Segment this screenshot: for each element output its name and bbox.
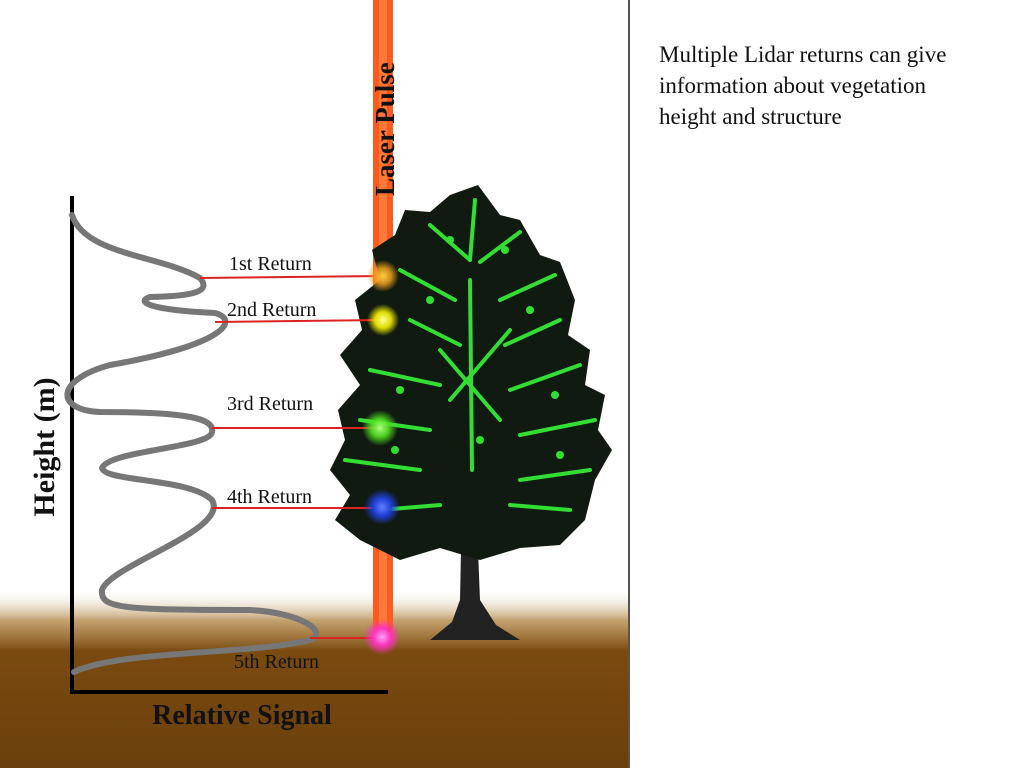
ground xyxy=(0,588,628,768)
y-axis-label: Height (m) xyxy=(28,377,61,516)
graph-axes xyxy=(70,196,388,694)
return-label-1: 1st Return xyxy=(229,253,312,275)
return-label-4: 4th Return xyxy=(227,486,312,508)
return-label-5: 5th Return xyxy=(234,651,319,673)
return-5-glow xyxy=(364,619,400,655)
return-1-glow xyxy=(367,260,399,292)
laser-pulse-label: Laser Pulse xyxy=(370,62,400,196)
return-label-3: 3rd Return xyxy=(227,393,313,415)
return-2-glow xyxy=(367,304,399,336)
slide-caption: Multiple Lidar returns can give informat… xyxy=(659,42,947,129)
return-leaders xyxy=(199,275,383,639)
return-4-glow xyxy=(364,489,400,525)
return-label-2: 2nd Return xyxy=(227,299,316,321)
tree-canopy xyxy=(330,185,612,560)
lidar-diagram: Laser Pulse xyxy=(0,0,628,768)
slide-divider xyxy=(628,0,630,768)
return-3-glow xyxy=(362,410,398,446)
x-axis-label: Relative Signal xyxy=(152,700,332,731)
return-waveform xyxy=(64,212,320,675)
